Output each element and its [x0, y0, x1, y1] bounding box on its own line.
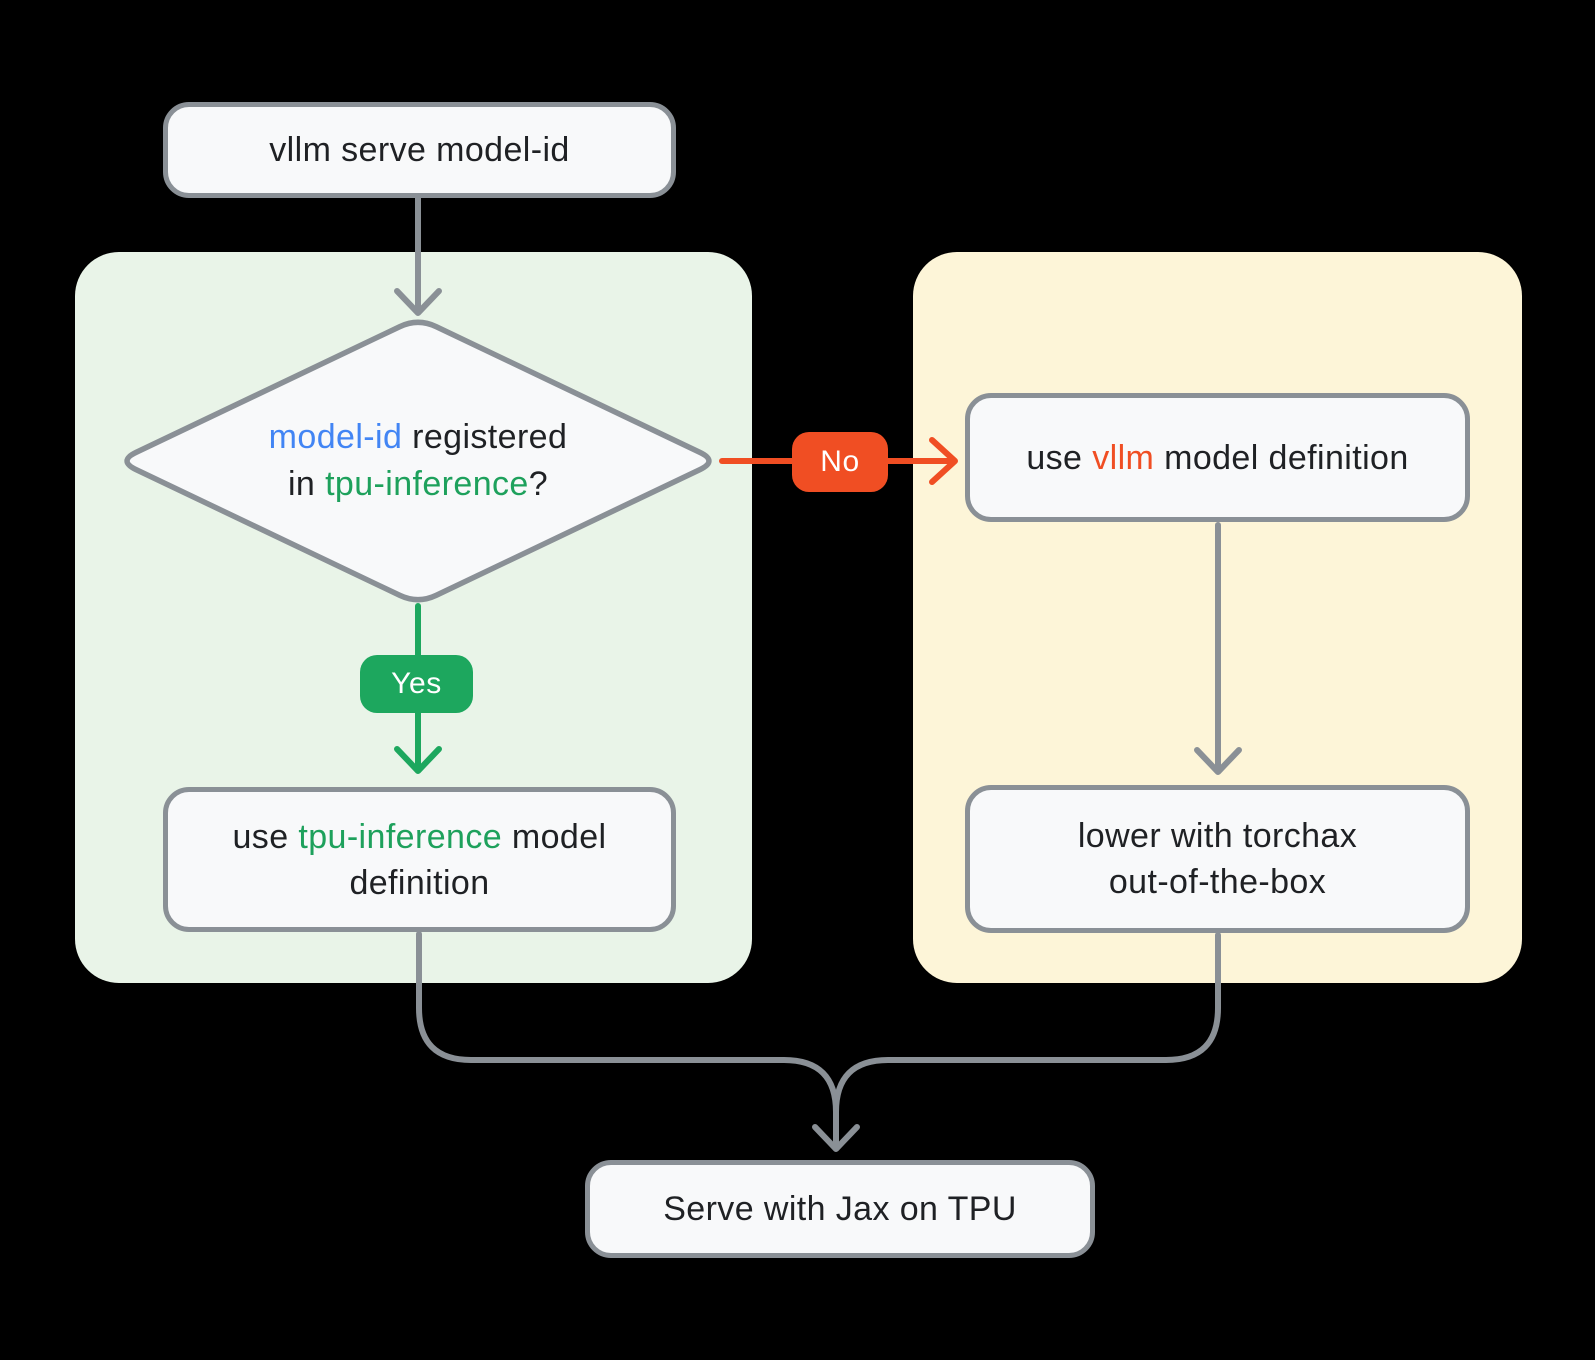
use-tpu-tpu-inference-text: tpu-inference — [298, 817, 503, 856]
arrowhead-vllm-to-torchax-icon — [1194, 747, 1242, 775]
use-vllm-node: use vllm model definition — [965, 393, 1470, 522]
use-tpu-inference-node: use tpu-inference model definition — [163, 787, 676, 932]
arrowhead-no-branch-icon — [929, 437, 958, 485]
use-tpu-use-text: use — [232, 817, 299, 856]
serve-node-label: Serve with Jax on TPU — [663, 1190, 1017, 1228]
lower-line2-text: out-of-the-box — [1108, 863, 1327, 901]
no-badge: No — [792, 432, 888, 492]
use-vllm-vllm-text: vllm — [1092, 438, 1155, 477]
lower-with-torchax-node: lower with torchax out-of-the-box — [965, 785, 1470, 933]
arrowhead-merge-icon — [812, 1124, 860, 1152]
use-tpu-rest-text: model definition — [349, 817, 607, 902]
start-node-label: vllm serve model-id — [269, 131, 570, 169]
arrowhead-start-to-decision-icon — [394, 288, 442, 316]
use-vllm-rest-text: model definition — [1154, 438, 1409, 477]
use-vllm-use-text: use — [1026, 438, 1093, 477]
start-node: vllm serve model-id — [163, 102, 676, 198]
yes-badge: Yes — [360, 655, 473, 713]
arrowhead-yes-branch-icon — [394, 746, 442, 774]
serve-node: Serve with Jax on TPU — [585, 1160, 1095, 1258]
decision-diamond — [124, 319, 712, 603]
yes-badge-label: Yes — [391, 667, 442, 700]
lower-line1-text: lower with torchax — [1077, 817, 1358, 855]
merge-connector — [416, 931, 1221, 1151]
no-badge-label: No — [820, 445, 860, 478]
